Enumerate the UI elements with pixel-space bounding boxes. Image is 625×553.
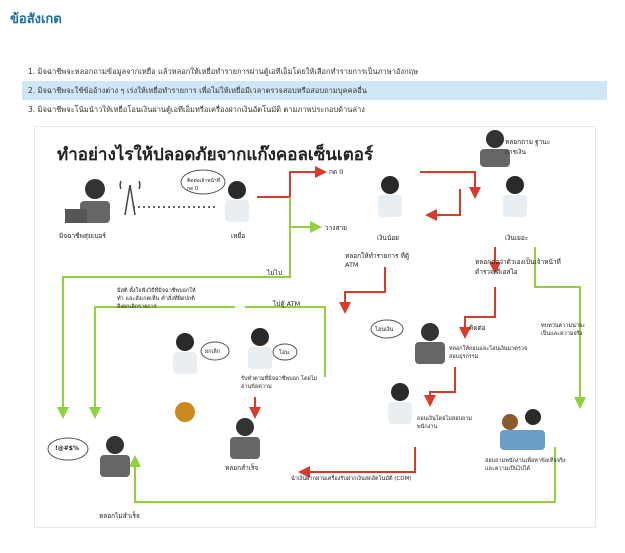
transfer-money-bubble bbox=[370, 319, 404, 339]
victim-cancel-figure bbox=[173, 333, 197, 374]
observation-item-2: 2. มิจฉาชีพจะใช้ข้ออ้างต่าง ๆ เร่งให้เหย… bbox=[22, 81, 607, 100]
label-success: หลอกสำเร็จ bbox=[225, 464, 259, 472]
page-title: ข้อสังเกต bbox=[10, 12, 62, 27]
label-withdraw: ถอนเงินโดยไม่สอบถามพนักงาน bbox=[417, 416, 473, 430]
curse-speech-bubble bbox=[47, 437, 89, 461]
label-transfer-money: โอนเงิน bbox=[375, 327, 394, 333]
victim-follow-figure bbox=[248, 328, 272, 369]
label-follow-instr: รับทำตามที่มิจฉาชีพบอก โดยไม่อ่านข้อความ bbox=[241, 376, 318, 390]
criminal-success-figure bbox=[175, 402, 260, 459]
criminal-fail-figure bbox=[100, 436, 130, 477]
criminal-ask-figure bbox=[480, 130, 510, 167]
victim-figure bbox=[225, 181, 249, 222]
observation-item-3: 3. มิจฉาชีพจะโน้มน้าวให้เหยื่อโอนเงินผ่า… bbox=[28, 105, 365, 114]
label-curse: !@#$% bbox=[55, 445, 79, 452]
label-cdm: นำเงินฝากผ่านเครื่องรับฝากเงินสดอัตโนมัต… bbox=[291, 476, 412, 482]
infographic-title: ทำอย่างไรให้ปลอดภัยจากแก๊งคอลเซ็นเตอร์ bbox=[57, 145, 374, 165]
label-warning-note: มีสติ ตั้งใจฟังวิธีที่มิจฉาชีพบอกให้ทำ แ… bbox=[117, 288, 196, 310]
label-much-money: เงินเยอะ bbox=[505, 234, 529, 242]
cancel-speech-bubble bbox=[200, 341, 230, 361]
label-cancel: ยกเลิก bbox=[205, 349, 221, 355]
label-victim: เหยื่อ bbox=[231, 232, 246, 240]
phone-tower-icon bbox=[119, 180, 141, 216]
call-center-scam-infographic: ทำอย่างไรให้ปลอดภัยจากแก๊งคอลเซ็นเตอร์ ม… bbox=[34, 126, 596, 528]
victim-withdraw-figure bbox=[388, 383, 412, 424]
observation-list: 1. มิจฉาชีพจะหลอกถามข้อมูลจากเหยื่อ แล้ว… bbox=[22, 62, 607, 119]
label-go-atm2: ไปตู้ ATM bbox=[273, 300, 301, 308]
criminal-transfer-figure bbox=[415, 323, 445, 364]
label-little-money: เงินน้อย bbox=[377, 234, 399, 242]
label-contact: ติดต่อ bbox=[469, 324, 486, 332]
label-go-atm: หลอกให้ทำรายการ ที่ตู้ ATM bbox=[345, 252, 410, 269]
label-ask-clarify: ทบทวนความน่าจะเป็นและความจริง bbox=[541, 323, 586, 337]
label-ask-staff: สอบถามพนักงานเพื่อหาข้อเท็จจริงและความเป… bbox=[485, 458, 566, 472]
victim-big-money-figure bbox=[503, 176, 527, 217]
flow-arrows bbox=[47, 130, 586, 503]
label-press0: กด 0 bbox=[329, 168, 344, 176]
staff-figures bbox=[500, 409, 545, 450]
observation-item-1: 1. มิจฉาชีพจะหลอกถามข้อมูลจากเหยื่อ แล้ว… bbox=[28, 67, 419, 76]
label-transfer-bubble: โอน bbox=[279, 350, 290, 356]
label-criminal: มิจฉาชีพสุ่มเบอร์ bbox=[59, 232, 106, 240]
label-hangup: วางสาย bbox=[325, 224, 347, 232]
label-not-go: ไม่ไป bbox=[267, 269, 282, 277]
label-fail: หลอกไม่สำเร็จ bbox=[99, 512, 140, 520]
victim-small-money-figure bbox=[378, 176, 402, 217]
label-deceive-transfer: หลอกให้ถอนและโอนเงินมาตรวจสอบธุรกรรม bbox=[449, 346, 528, 360]
criminal-figure bbox=[65, 179, 110, 223]
label-ask-status: หลอกถาม ฐานะการเงิน bbox=[505, 138, 551, 156]
label-lure-officer: หลอกต่อว่าตัวเองเป็นเจ้าหน้าที่ ตำรวจ/ดี… bbox=[475, 258, 561, 276]
victim-speech-bubble bbox=[180, 169, 226, 195]
transfer-speech-bubble bbox=[272, 343, 298, 361]
label-victim-speech: ติดต่อเจ้าหน้าที่ กด 0 bbox=[187, 178, 221, 192]
